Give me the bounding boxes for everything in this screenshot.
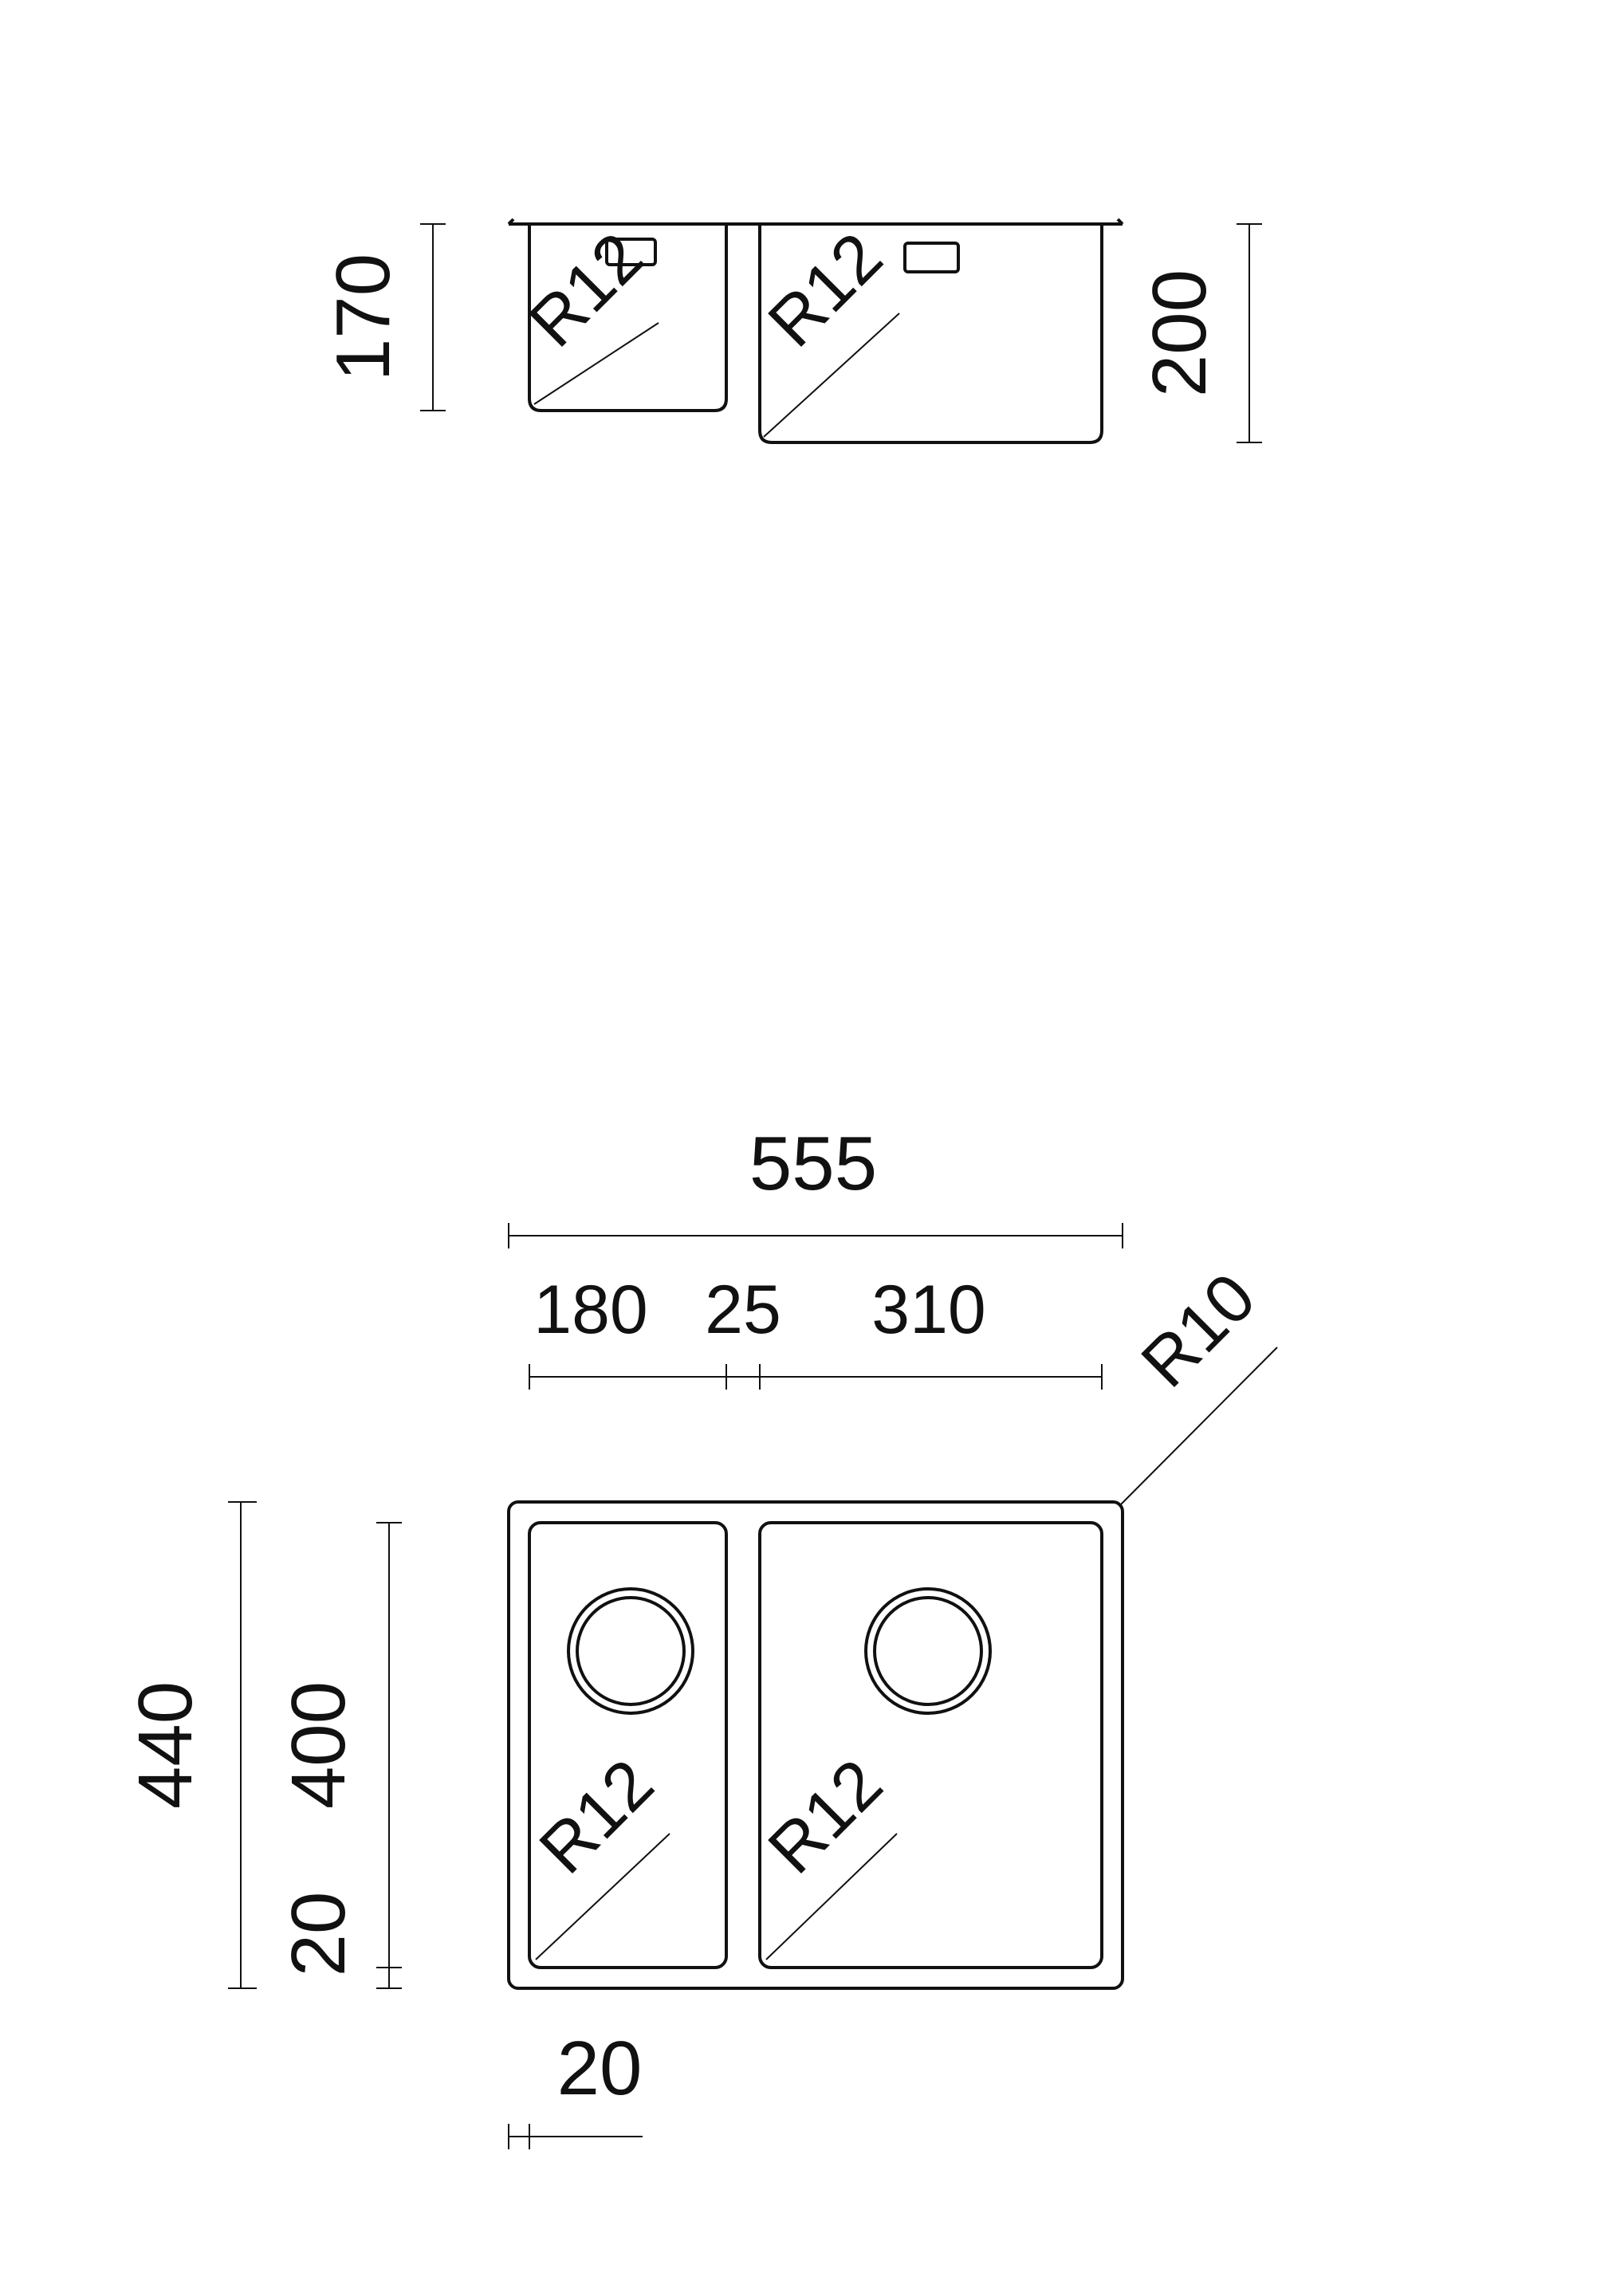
top-view: 555 180 25 310 R10 R12 — [123, 1121, 1278, 2149]
overall-depth-dimension: 440 — [123, 1501, 257, 1989]
side-left-depth-label: 170 — [320, 254, 406, 381]
side-right-overflow-icon — [903, 242, 960, 273]
right-bowl-radius-label: R12 — [754, 1745, 897, 1888]
right-bowl-outline — [758, 1521, 1103, 1969]
side-view: R12 R12 170 200 — [320, 218, 1262, 444]
left-drain-inner-icon — [576, 1596, 686, 1706]
side-left-overflow-icon — [605, 238, 657, 266]
left-drain-outer-icon — [567, 1587, 694, 1715]
overall-depth-label: 440 — [123, 1681, 208, 1809]
side-right-depth-label: 200 — [1137, 269, 1222, 397]
divider-width-label: 25 — [705, 1272, 781, 1348]
overall-width-dimension: 555 — [508, 1121, 1123, 1248]
side-left-depth-dimension: 170 — [320, 223, 446, 411]
left-bowl-radius-leader — [535, 1833, 670, 1960]
side-right-radius-label: R12 — [754, 218, 897, 361]
right-drain-inner-icon — [873, 1596, 983, 1706]
sink-outer-rim — [507, 1500, 1124, 1990]
rim-left-dimension: 20 — [508, 2026, 643, 2149]
inner-depth-label: 400 — [276, 1681, 361, 1809]
overall-width-label: 555 — [749, 1121, 877, 1206]
rim-left-label: 20 — [557, 2026, 643, 2111]
left-bowl-width-label: 180 — [533, 1272, 648, 1348]
left-bowl-outline — [528, 1521, 728, 1969]
side-right-depth-dimension: 200 — [1137, 223, 1262, 443]
outer-radius-leader — [1119, 1347, 1278, 1507]
side-right-radius-leader — [763, 313, 900, 438]
side-left-bowl-outline — [528, 224, 728, 412]
side-right-bowl-outline — [758, 224, 1103, 444]
right-drain-outer-icon — [864, 1587, 992, 1715]
rim-bottom-label: 20 — [276, 1892, 361, 1977]
outer-radius-label: R10 — [1127, 1259, 1270, 1402]
segment-width-dimensions: 180 25 310 — [529, 1272, 1103, 1390]
left-bowl-radius-label: R12 — [525, 1745, 668, 1888]
right-bowl-radius-leader — [765, 1833, 898, 1960]
inner-depth-dimension: 400 20 — [276, 1522, 402, 1989]
right-bowl-width-label: 310 — [871, 1272, 986, 1348]
side-left-radius-leader — [533, 322, 659, 405]
